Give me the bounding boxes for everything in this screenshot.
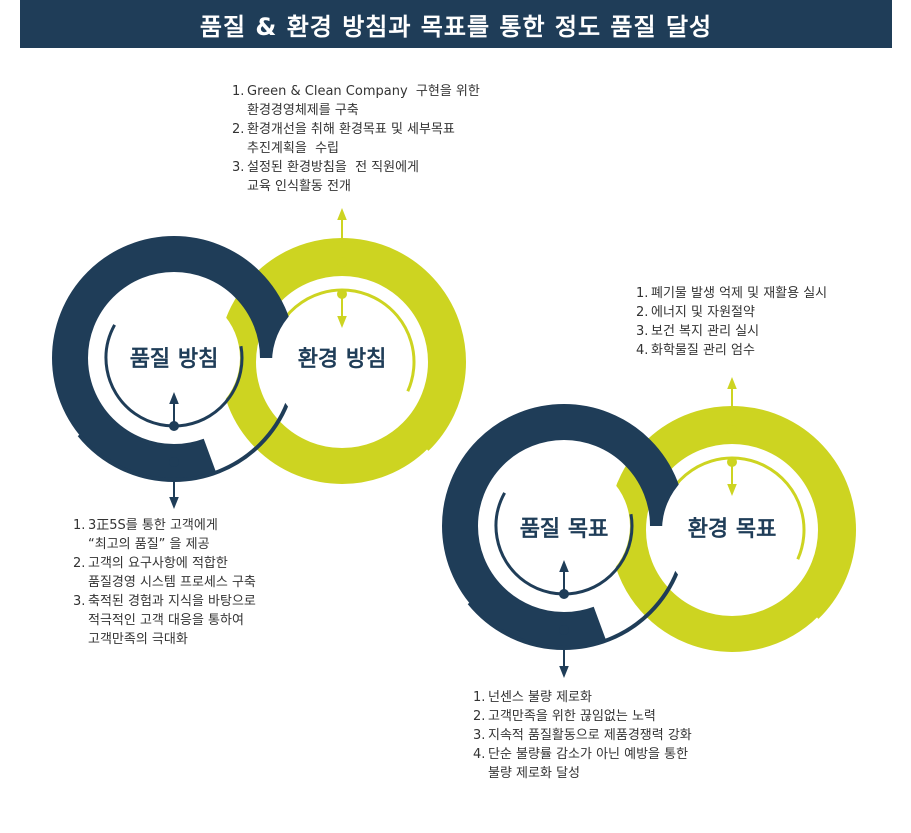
list-item-number: 1. xyxy=(636,286,649,301)
list-item-text: 적극적인 고객 대응을 통하여 xyxy=(88,613,244,628)
list-item-text: 폐기물 발생 억제 및 재활용 실시 xyxy=(651,286,828,301)
list-item-text: 교육 인식활동 전개 xyxy=(247,179,351,194)
env-goal-label: 환경 목표 xyxy=(688,517,777,542)
list-item: 1.폐기물 발생 억제 및 재활용 실시 xyxy=(636,284,896,303)
list-item: 1.3正5S를 통한 고객에게 “최고의 품질” 을 제공 xyxy=(73,516,333,554)
page-title: 품질 & 환경 방침과 목표를 통한 정도 품질 달성 xyxy=(199,12,713,41)
list-item-text: 환경경영체제를 구축 xyxy=(247,103,359,118)
list-item-text: 보건 복지 관리 실시 xyxy=(651,324,760,339)
list-item: 2.고객만족을 위한 끊임없는 노력 xyxy=(473,707,773,726)
list-item-number: 4. xyxy=(636,343,649,358)
title-bar: 품질 & 환경 방침과 목표를 통한 정도 품질 달성 xyxy=(20,0,892,48)
list-item-text: 품질경영 시스템 프로세스 구축 xyxy=(88,575,256,590)
list-item: 3.지속적 품질활동으로 제품경쟁력 강화 xyxy=(473,726,773,745)
list-item-number: 3. xyxy=(473,728,486,743)
list-item-text: 고객만족의 극대화 xyxy=(88,632,188,647)
list-item-text: 지속적 품질활동으로 제품경쟁력 강화 xyxy=(488,728,692,743)
list-item-text: 설정된 환경방침을 전 직원에게 xyxy=(247,160,420,175)
list-item: 3.보건 복지 관리 실시 xyxy=(636,322,896,341)
env-policy-label: 환경 방침 xyxy=(298,347,387,372)
list-item: 4.화학물질 관리 엄수 xyxy=(636,341,896,360)
list-item-text: 넌센스 불량 제로화 xyxy=(488,690,592,705)
list-item-text: 고객만족을 위한 끊임없는 노력 xyxy=(488,709,656,724)
quality-policy-label: 품질 방침 xyxy=(130,347,219,372)
goal-group: 품질 목표 환경 목표 xyxy=(440,377,856,678)
list-item-text: “최고의 품질” 을 제공 xyxy=(88,537,210,552)
list-item-text: 단순 불량률 감소가 아닌 예방을 통한 xyxy=(488,747,689,762)
list-item-text: Green & Clean Company 구현을 위한 xyxy=(247,84,480,99)
quality-goal-label: 품질 목표 xyxy=(520,517,609,542)
list-item-text: 환경개선을 취해 환경목표 및 세부목표 xyxy=(247,122,455,137)
policy-group: 품질 방침 환경 방침 xyxy=(50,208,466,509)
list-item-text: 추진계획을 수립 xyxy=(247,141,339,156)
list-item-text: 3正5S를 통한 고객에게 xyxy=(88,518,218,533)
list-item-number: 3. xyxy=(232,160,245,175)
list-item-number: 1. xyxy=(73,518,86,533)
list-item-text: 고객의 요구사항에 적합한 xyxy=(88,556,228,571)
list-item-number: 2. xyxy=(636,305,649,320)
list-item-number: 1. xyxy=(473,690,486,705)
list-item-number: 3. xyxy=(636,324,649,339)
list-item-text: 축적된 경험과 지식을 바탕으로 xyxy=(88,594,256,609)
list-item-text: 에너지 및 자원절약 xyxy=(651,305,755,320)
list-item-number: 2. xyxy=(232,122,245,137)
list-item-number: 1. xyxy=(232,84,245,99)
list-item-text: 화학물질 관리 엄수 xyxy=(651,343,755,358)
list-item: 2.에너지 및 자원절약 xyxy=(636,303,896,322)
list-item-text: 불량 제로화 달성 xyxy=(488,766,580,781)
list-item-number: 4. xyxy=(473,747,486,762)
list-item-number: 2. xyxy=(73,556,86,571)
list-item: 1.넌센스 불량 제로화 xyxy=(473,688,773,707)
list-item-number: 3. xyxy=(73,594,86,609)
list-item-number: 2. xyxy=(473,709,486,724)
